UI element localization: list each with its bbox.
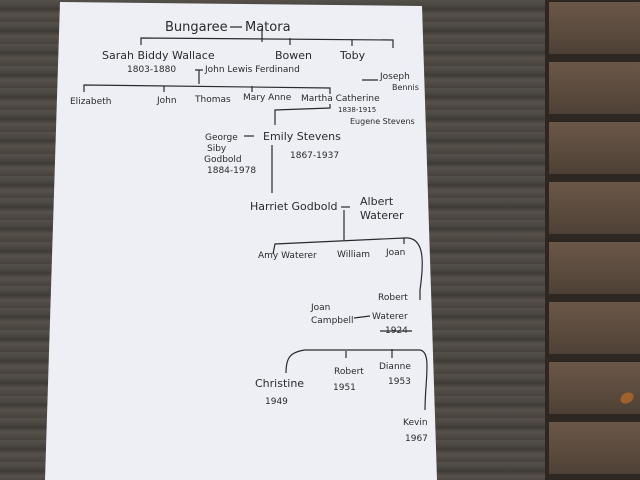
- person-elizabeth: Elizabeth: [70, 97, 112, 107]
- person-mary-anne: Mary Anne: [243, 93, 292, 103]
- person-amy: Amy Waterer: [258, 251, 317, 261]
- person-eugene: Eugene Stevens: [350, 117, 415, 126]
- person-christine: Christine: [255, 377, 305, 390]
- george-dates: 1884-1978: [207, 166, 257, 176]
- emily-dates: 1867-1937: [290, 151, 340, 161]
- person-joseph-surname: Bennis: [392, 83, 419, 92]
- wooden-deck: [545, 0, 640, 480]
- person-joan-campbell-2: Campbell: [311, 316, 354, 326]
- person-george-2: Siby: [207, 144, 227, 154]
- person-robert-waterer-2: Waterer: [372, 312, 408, 322]
- person-thomas: Thomas: [195, 95, 231, 105]
- dianne-year: 1953: [388, 377, 411, 387]
- person-matora: Matora: [245, 20, 291, 35]
- person-robert: Robert: [334, 367, 364, 377]
- person-kevin: Kevin: [403, 418, 428, 428]
- person-joan-campbell-1: Joan: [311, 303, 331, 313]
- person-george-1: George: [205, 133, 238, 143]
- person-john-lewis: John Lewis Ferdinand: [205, 65, 300, 75]
- kevin-year: 1967: [405, 434, 428, 444]
- person-joseph: Joseph: [380, 72, 410, 82]
- person-toby: Toby: [340, 49, 366, 62]
- person-robert-waterer-1: Robert: [378, 293, 408, 303]
- robert-waterer-dates: 1924-: [385, 326, 412, 336]
- person-emily: Emily Stevens: [263, 130, 341, 143]
- person-william: William: [337, 250, 370, 260]
- person-george-3: Godbold: [204, 155, 242, 165]
- person-martha: Martha Catherine: [301, 94, 380, 104]
- martha-dates: 1838-1915: [338, 106, 377, 114]
- person-harriet: Harriet Godbold: [250, 200, 338, 213]
- sarah-dates: 1803-1880: [127, 65, 177, 75]
- person-sarah: Sarah Biddy Wallace: [102, 49, 215, 62]
- robert-year: 1951: [333, 383, 356, 393]
- person-dianne: Dianne: [379, 362, 411, 372]
- christine-year: 1949: [265, 397, 288, 407]
- person-bowen: Bowen: [275, 49, 313, 62]
- person-john: John: [157, 96, 177, 106]
- person-bungaree: Bungaree: [165, 20, 228, 35]
- person-joan: Joan: [386, 248, 406, 258]
- person-albert-1: Albert: [360, 195, 394, 208]
- person-albert-2: Waterer: [360, 209, 404, 222]
